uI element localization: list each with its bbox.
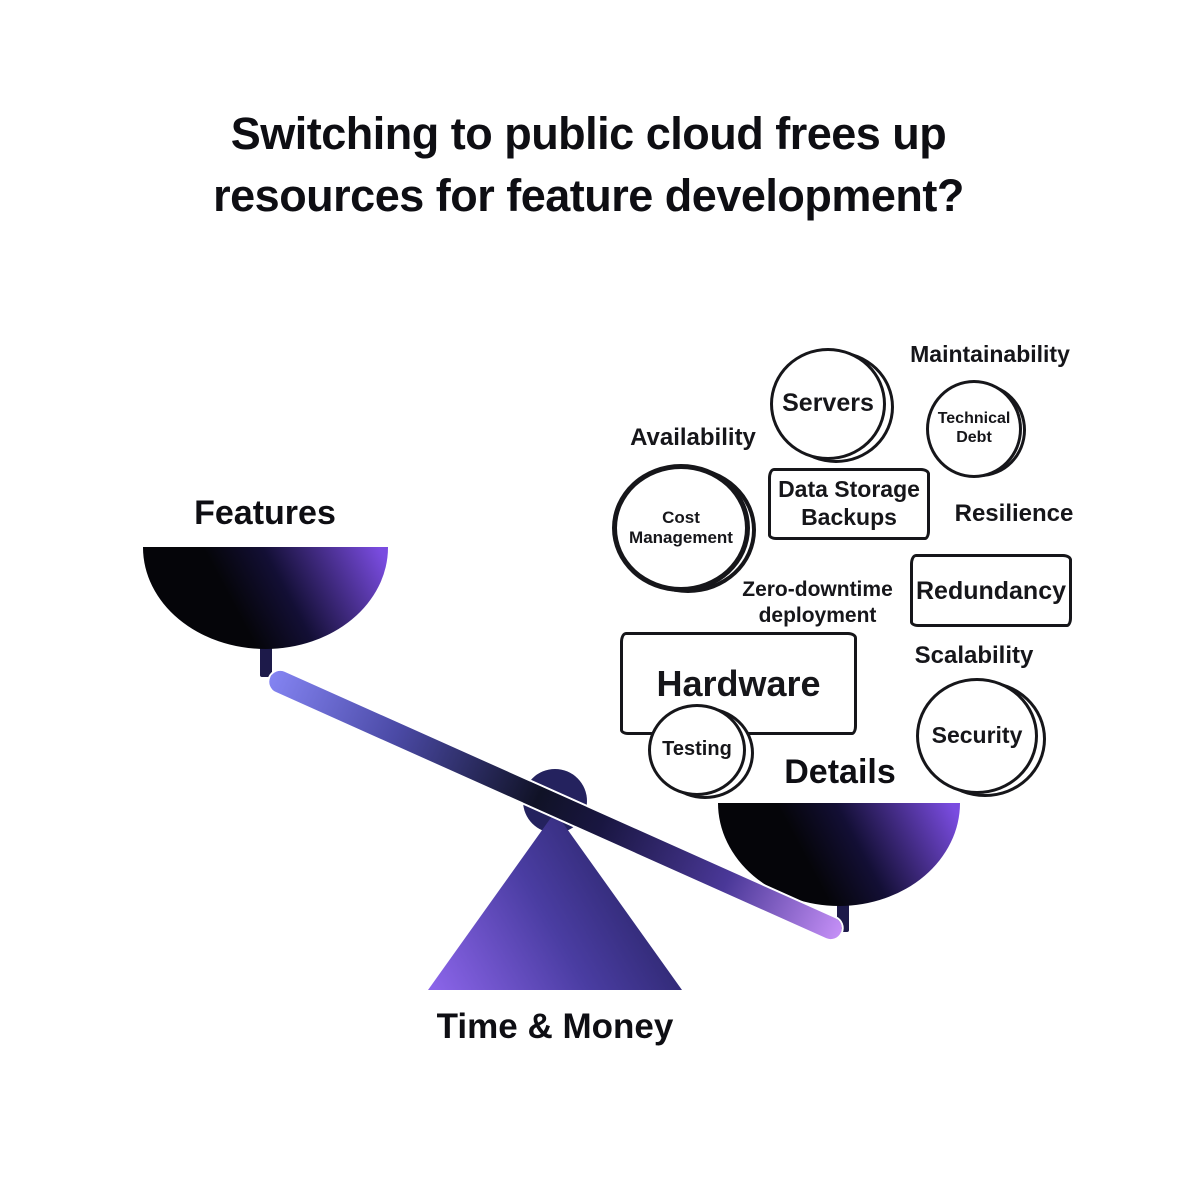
testing-coin: Testing	[648, 704, 746, 796]
title-line-1: Switching to public cloud frees up	[230, 108, 947, 159]
left-scale-pan	[143, 547, 388, 649]
left-pan-stem	[260, 641, 272, 677]
redundancy-box: Redundancy	[910, 554, 1072, 627]
cost-management-coin: Cost Management	[612, 464, 750, 592]
scalability-label: Scalability	[914, 642, 1034, 669]
data-storage-backups-box: Data Storage Backups	[768, 468, 930, 540]
technical-debt-coin: Technical Debt	[926, 380, 1022, 478]
maintainability-label: Maintainability	[910, 341, 1070, 367]
resilience-label: Resilience	[954, 500, 1074, 527]
zero-downtime-deployment-label: Zero-downtime deployment	[742, 578, 893, 628]
time-money-label: Time & Money	[436, 1007, 674, 1046]
servers-coin: Servers	[770, 348, 886, 460]
features-label: Features	[194, 494, 336, 532]
security-coin: Security	[916, 678, 1038, 794]
page-title: Switching to public cloud frees up resou…	[0, 103, 1177, 227]
details-label: Details	[784, 753, 896, 791]
hardware-box: Hardware	[620, 632, 857, 735]
availability-label: Availability	[630, 424, 756, 451]
title-line-2: resources for feature development?	[213, 170, 964, 222]
